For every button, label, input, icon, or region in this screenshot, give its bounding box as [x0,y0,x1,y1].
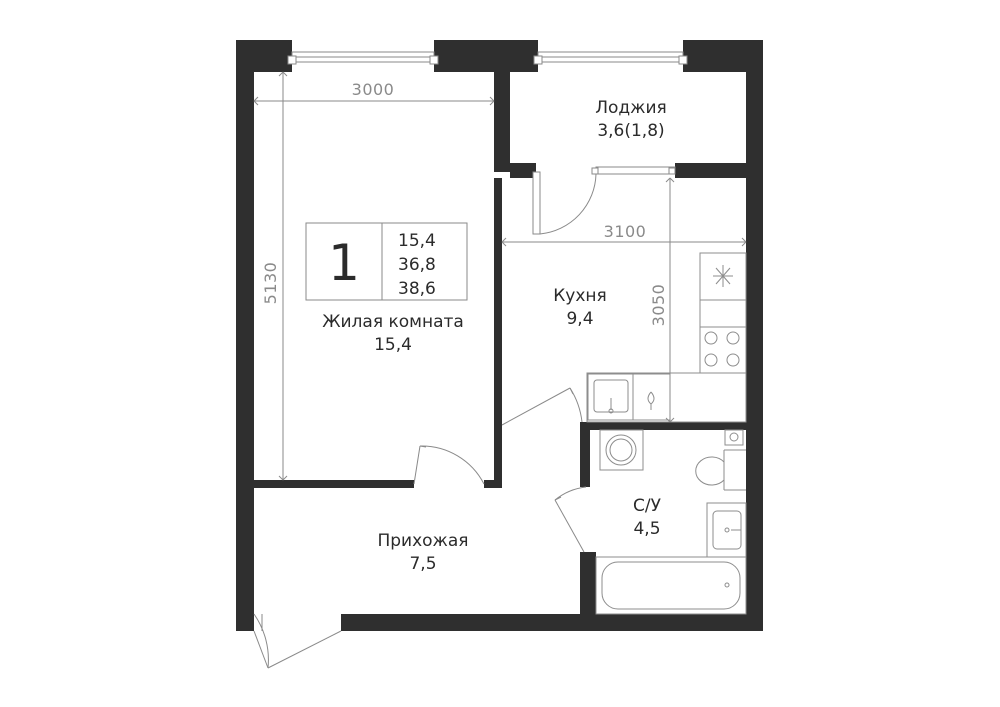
door-living [413,445,485,485]
room-area-bathroom: 4,5 [633,519,660,539]
bathtub-icon [595,556,747,615]
dishwasher-icon [632,373,671,421]
room-area-hallway: 7,5 [409,554,436,574]
door-bathroom [554,486,587,553]
window-kitchen [591,166,676,175]
room-name-bathroom: С/У [633,496,662,516]
dimension-living-length: 5130 [258,71,288,481]
dimension-label-living-width: 3000 [352,80,395,99]
summary-living-area: 15,4 [398,231,436,251]
walls [236,40,763,631]
door-loggia [532,171,597,235]
windows [287,51,688,175]
room-area-loggia: 3,6(1,8) [597,121,664,141]
toilet-icon [695,429,746,491]
apartment-summary-box: 1 15,4 36,8 38,6 [305,222,468,301]
bathroom-sink-icon [706,502,747,558]
fridge-icon [699,252,747,301]
dimension-label-kitchen-width: 3100 [604,222,647,241]
room-name-living: Жилая комната [322,312,464,332]
room-name-kitchen: Кухня [553,286,607,306]
summary-total-area: 36,8 [398,255,436,275]
room-name-hallway: Прихожая [377,531,468,551]
room-area-living: 15,4 [374,335,412,355]
room-label-kitchen: Кухня 9,4 [553,286,607,329]
dimension-label-kitchen-length: 3050 [649,284,668,327]
room-label-living: Жилая комната 15,4 [322,312,464,355]
door-kitchen [501,387,583,426]
doors [253,171,597,669]
rooms-count: 1 [328,234,360,292]
door-entrance [253,613,342,669]
stove-icon [699,326,747,374]
window-loggia [533,51,688,65]
room-label-bathroom: С/У 4,5 [633,496,662,539]
bathroom-fixtures [595,429,747,615]
dimension-living-width: 3000 [253,78,495,106]
dimension-kitchen-length: 3050 [648,177,675,423]
window-living [287,51,439,65]
summary-total-area-with-loggia: 38,6 [398,279,436,299]
room-label-hallway: Прихожая 7,5 [377,531,468,574]
kitchen-sink-icon [587,373,634,421]
room-area-kitchen: 9,4 [566,309,593,329]
room-label-loggia: Лоджия 3,6(1,8) [595,98,667,141]
dimension-kitchen-width: 3100 [501,220,747,247]
washing-machine-icon [599,429,644,471]
room-name-loggia: Лоджия [595,98,667,118]
dimension-label-living-length: 5130 [261,262,280,305]
